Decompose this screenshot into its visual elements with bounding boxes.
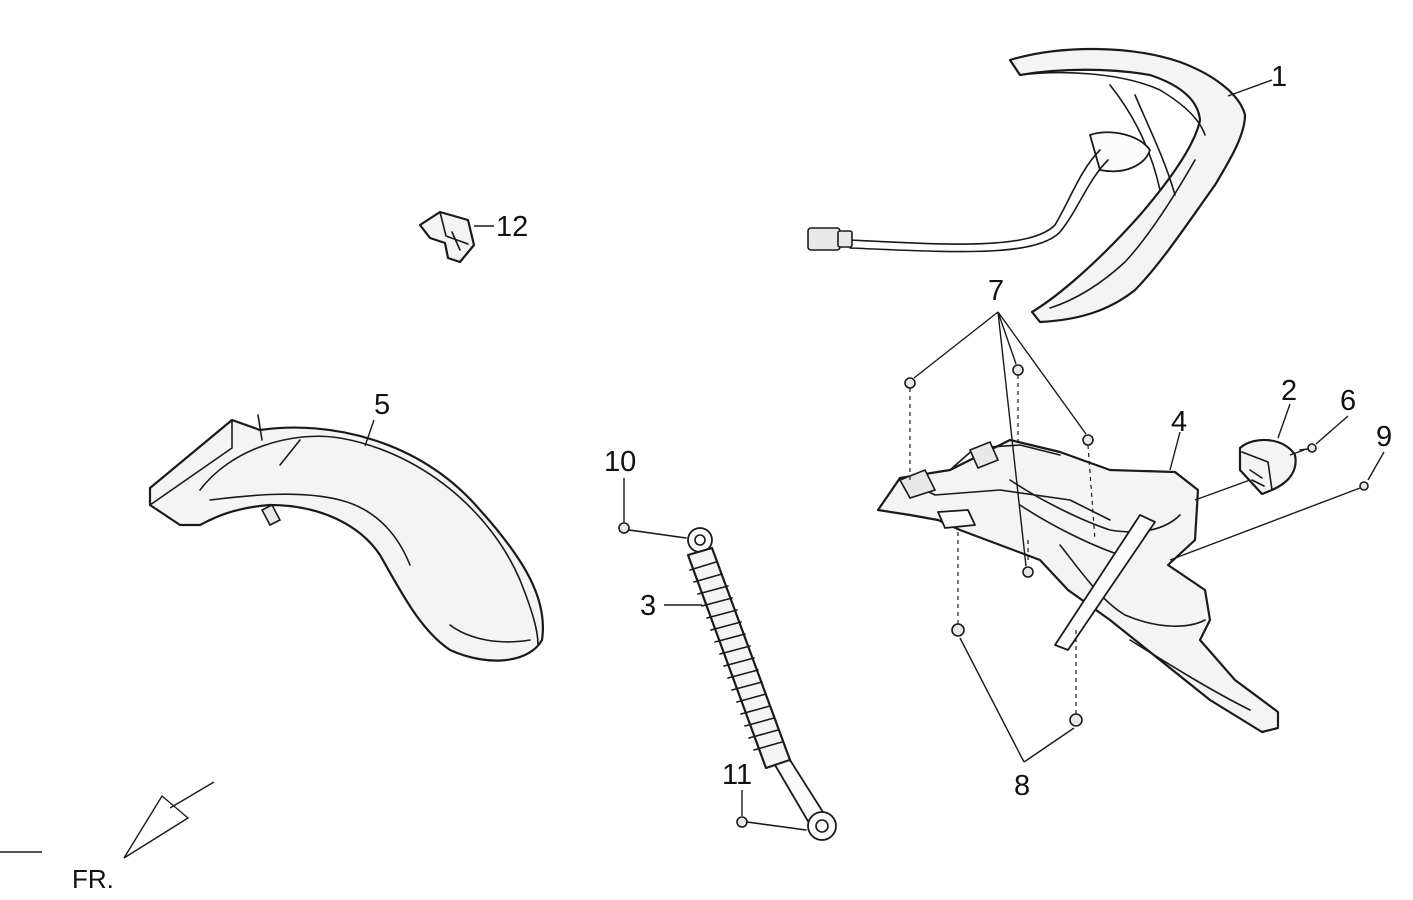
callout-1: 1 xyxy=(1271,61,1287,93)
part-5-rear-fender[interactable] xyxy=(148,414,544,662)
callout-3: 3 xyxy=(640,590,656,622)
callout-4: 4 xyxy=(1171,406,1187,438)
part-10-bolt[interactable] xyxy=(618,522,687,539)
callout-5: 5 xyxy=(374,389,390,421)
front-direction-indicator xyxy=(0,781,215,859)
callout-6: 6 xyxy=(1340,385,1356,417)
callout-11: 11 xyxy=(722,759,752,791)
callout-8: 8 xyxy=(1014,770,1030,802)
part-12-clip[interactable] xyxy=(418,210,476,264)
part-1-tail-light[interactable] xyxy=(807,47,1247,324)
callout-9: 9 xyxy=(1376,421,1392,453)
callout-10: 10 xyxy=(604,446,636,478)
callout-2: 2 xyxy=(1281,375,1297,407)
part-4-inner-fender[interactable] xyxy=(876,438,1280,734)
callout-12: 12 xyxy=(496,211,528,243)
part-8-screws[interactable] xyxy=(951,623,1083,727)
front-direction-label: FR. xyxy=(72,864,114,894)
part-9-screw[interactable] xyxy=(1359,481,1369,491)
callout-7: 7 xyxy=(988,275,1004,307)
part-2-reflector[interactable] xyxy=(1238,438,1297,496)
part-6-screw[interactable] xyxy=(1299,443,1317,453)
part-11-bolt[interactable] xyxy=(736,816,807,831)
part-3-shock-absorber[interactable] xyxy=(686,527,837,841)
